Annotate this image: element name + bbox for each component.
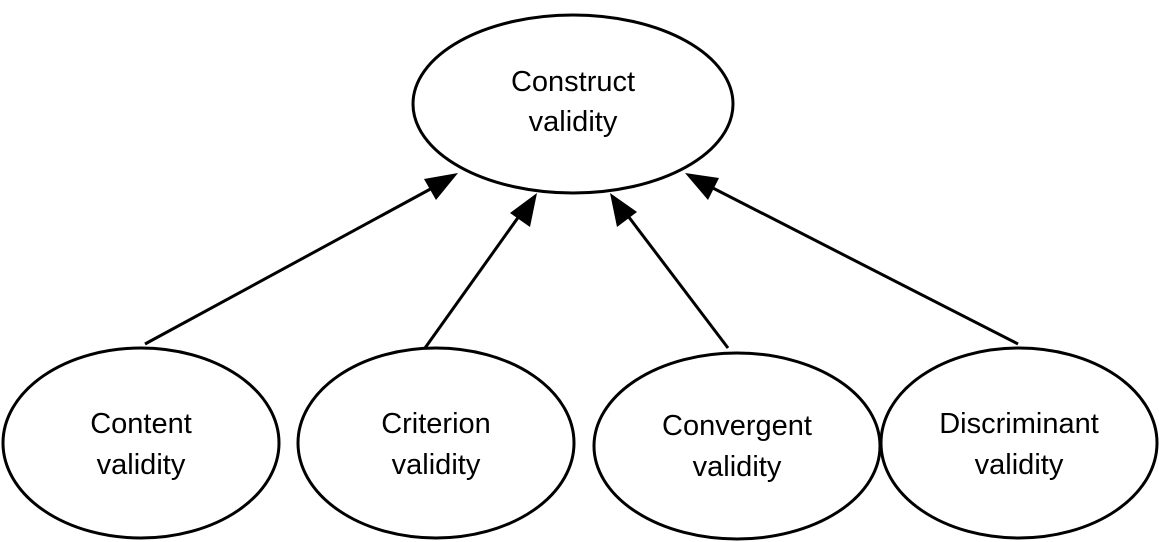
node-label-line2: validity xyxy=(529,106,618,138)
arrowhead-icon xyxy=(685,173,719,200)
node-label-line1: Convergent xyxy=(662,410,812,442)
node-criterion-validity: Criterion validity xyxy=(296,346,576,540)
edge-discriminant-to-construct xyxy=(685,173,1019,346)
node-convergent-validity: Convergent validity xyxy=(592,351,882,541)
node-construct-validity: Construct validity xyxy=(411,13,735,195)
arrowhead-icon xyxy=(510,193,537,227)
node-discriminant-validity: Discriminant validity xyxy=(879,346,1159,540)
node-label-line2: validity xyxy=(392,449,481,481)
node-label-line1: Construct xyxy=(511,66,635,98)
edge-criterion-to-construct xyxy=(423,193,537,349)
node-label-line2: validity xyxy=(693,451,782,483)
edge-convergent-to-construct xyxy=(610,193,730,349)
edges xyxy=(144,173,1019,349)
node-label-line2: validity xyxy=(975,449,1064,481)
node-label-line1: Discriminant xyxy=(939,408,1099,440)
edge-content-to-construct xyxy=(144,173,458,346)
node-label-line1: Content xyxy=(90,408,192,440)
node-label-line1: Criterion xyxy=(381,408,491,440)
node-content-validity: Content validity xyxy=(1,346,281,540)
arrowhead-icon xyxy=(424,173,458,200)
node-label-line2: validity xyxy=(97,449,186,481)
arrowhead-icon xyxy=(610,193,637,227)
